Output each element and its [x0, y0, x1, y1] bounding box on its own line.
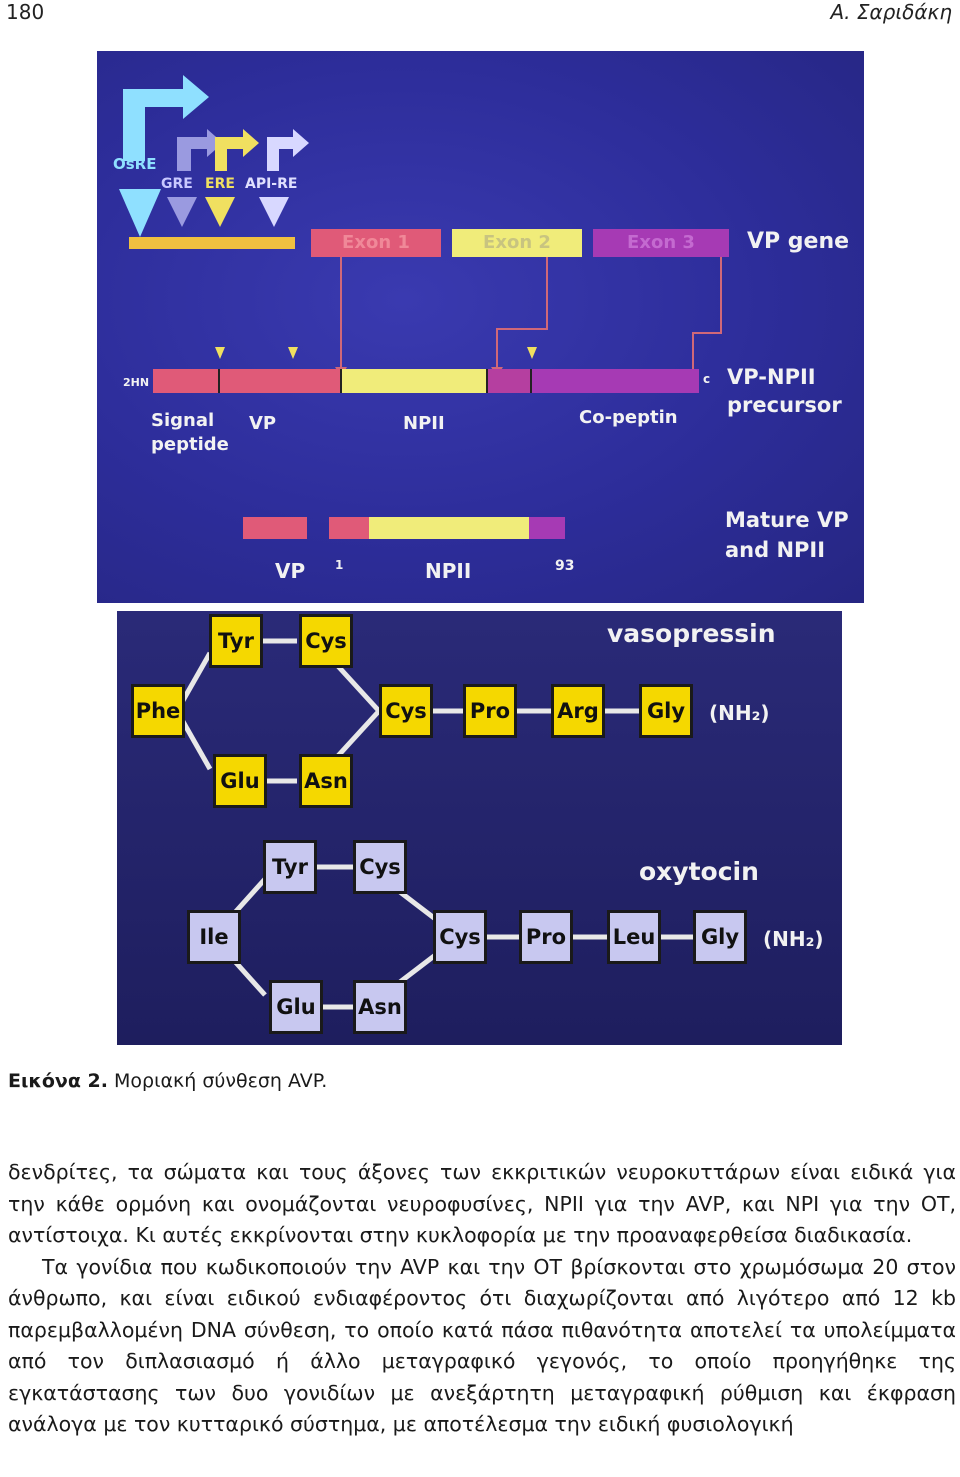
nh2-label: 2HN — [123, 376, 150, 389]
mature-npii-label: NPII — [425, 559, 472, 583]
vp-residue-tyr: Tyr — [209, 614, 263, 668]
ot-residue-tyr: Tyr — [263, 840, 317, 894]
vp-residue-gly: Gly — [639, 684, 693, 738]
oxytocin-title: oxytocin — [639, 857, 759, 886]
osre-label: OsRE — [113, 155, 157, 173]
c-terminal-label: c — [703, 372, 711, 386]
paragraph-1: δενδρίτες, τα σώματα και τους άξονες των… — [8, 1160, 956, 1247]
vp-residue-glu: Glu — [213, 754, 267, 808]
npii-segment-label: NPII — [403, 413, 445, 434]
vp-residue-phe: Phe — [131, 684, 185, 738]
precursor-label: VP-NPII precursor — [727, 365, 842, 417]
ot-residue-glu: Glu — [269, 980, 323, 1034]
ot-terminal-label: (NH₂) — [763, 927, 824, 951]
mature-end-label: 93 — [555, 558, 575, 574]
exon-2: Exon 2 — [452, 229, 582, 257]
mature-vp-label: VP — [275, 559, 306, 583]
ot-residue-gly: Gly — [693, 910, 747, 964]
ere-label: ERE — [205, 176, 235, 192]
vp-residue-cys-1: Cys — [299, 614, 353, 668]
caption-label: Εικόνα 2. — [8, 1070, 108, 1092]
promoter-arrows-graphic — [119, 75, 722, 539]
caption-text: Μοριακή σύνθεση AVP. — [107, 1070, 328, 1092]
ot-residue-cys-1: Cys — [353, 840, 407, 894]
peptide-structure-figure: vasopressin Tyr Cys Phe Cys Pro Arg Gly … — [117, 611, 842, 1045]
vp-terminal-label: (NH₂) — [709, 701, 770, 725]
vp-residue-cys-6: Cys — [379, 684, 433, 738]
running-header-author: Α. Σαριδάκη — [830, 0, 952, 24]
ot-residue-leu: Leu — [607, 910, 661, 964]
ot-residue-pro: Pro — [519, 910, 573, 964]
ot-residue-cys-6: Cys — [433, 910, 487, 964]
mature-start-label: 1 — [335, 558, 344, 572]
api-re-label: API-RE — [245, 176, 298, 192]
ot-residue-asn: Asn — [353, 980, 407, 1034]
body-text: δενδρίτες, τα σώματα και τους άξονες των… — [8, 1157, 956, 1441]
gre-label: GRE — [161, 176, 193, 192]
mature-label: Mature VP and NPII — [725, 508, 849, 562]
vp-gene-figure: OsRE GRE ERE API-RE Exon 1 Exon 2 Exon 3… — [97, 51, 864, 603]
vp-residue-pro: Pro — [463, 684, 517, 738]
page-number: 180 — [6, 0, 45, 24]
exon-3: Exon 3 — [593, 229, 729, 257]
vp-residue-asn: Asn — [299, 754, 353, 808]
signal-peptide-label: Signal peptide — [151, 410, 229, 455]
vasopressin-title: vasopressin — [607, 619, 776, 648]
ot-residue-ile: Ile — [187, 910, 241, 964]
vp-gene-label: VP gene — [747, 229, 850, 254]
exon-1: Exon 1 — [311, 229, 441, 257]
figure-caption: Εικόνα 2. Μοριακή σύνθεση AVP. — [8, 1070, 327, 1092]
vp-residue-arg: Arg — [551, 684, 605, 738]
peptide-connectors-graphic — [174, 638, 721, 1010]
vp-segment-label: VP — [249, 413, 277, 434]
paragraph-2: Τα γονίδια που κωδικοποιούν την AVP και … — [8, 1254, 956, 1437]
copeptin-label: Co-peptin — [579, 407, 678, 428]
